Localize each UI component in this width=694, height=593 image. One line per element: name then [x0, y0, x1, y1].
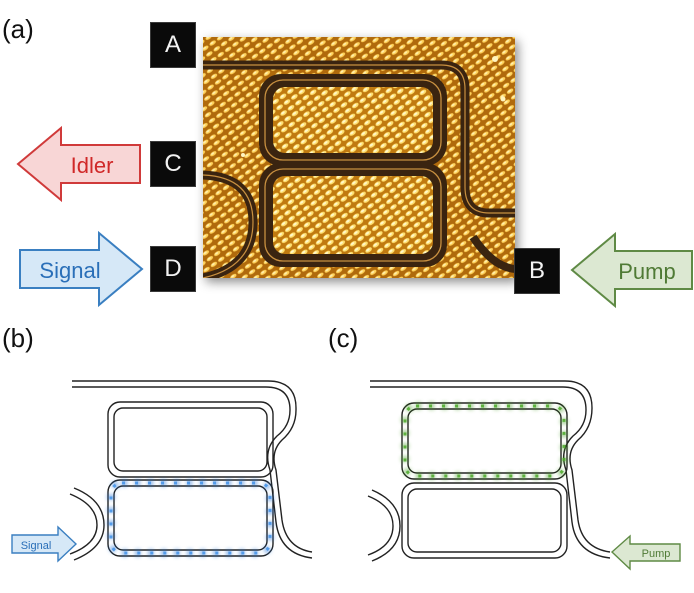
port-label-b: B: [514, 248, 560, 294]
pump-small-arrow: Pump: [610, 534, 681, 571]
signal-arrow-label: Signal: [39, 258, 100, 283]
upper-ring-b: [107, 401, 274, 478]
lower-ring-c: [401, 482, 568, 559]
signal-small-label: Signal: [21, 540, 52, 552]
chip-micrograph: [201, 37, 516, 283]
pump-arrow-label: Pump: [618, 259, 675, 284]
upper-ring-c: [401, 402, 568, 480]
panel-label-b: (b): [2, 323, 34, 353]
bus-waveguide-c: [370, 380, 611, 559]
port-label-c: C: [150, 141, 196, 187]
chip-micrograph-drawing: [201, 37, 516, 283]
panel-label-a: (a): [2, 14, 34, 44]
port-label-a: A: [150, 22, 196, 68]
panel-label-c: (c): [328, 323, 359, 353]
lower-ring-b: [107, 479, 274, 557]
coupling-arc-b: [69, 487, 105, 561]
idler-arrow: Idler: [16, 125, 141, 203]
pump-arrow: Pump: [570, 231, 693, 309]
idler-arrow-label: Idler: [71, 153, 114, 178]
bus-waveguide-b: [72, 380, 313, 559]
port-label-d: D: [150, 246, 196, 292]
signal-arrow: Signal: [19, 230, 144, 308]
coupling-arc-c: [367, 489, 401, 562]
signal-mode-glow: [107, 479, 274, 557]
pump-small-label: Pump: [642, 548, 671, 560]
signal-small-arrow: Signal: [11, 525, 78, 563]
pump-mode-glow: [401, 402, 568, 480]
